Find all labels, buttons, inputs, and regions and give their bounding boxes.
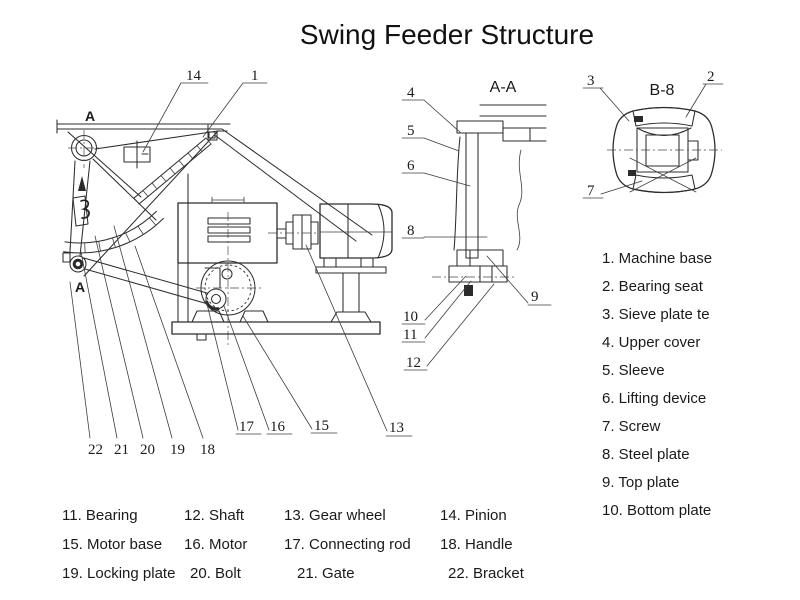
legend-item-3: 3. Sieve plate te (602, 306, 710, 323)
section-aa-title: A-A (490, 79, 517, 96)
callout-8: 8 (407, 223, 415, 239)
page-title: Swing Feeder Structure (300, 19, 594, 50)
callout-21: 21 (114, 442, 129, 458)
callout-9: 9 (531, 289, 539, 305)
callout-20: 20 (140, 442, 155, 458)
detail-b8-view: B-8 3 2 7 (582, 69, 724, 199)
gearbox (177, 173, 278, 323)
connecting-rod (83, 257, 209, 305)
legend-item-8: 8. Steel plate (602, 446, 690, 463)
callout-13: 13 (389, 420, 404, 436)
callout-15: 15 (314, 418, 329, 434)
truss-linkage (62, 160, 91, 263)
callout-4: 4 (407, 85, 415, 101)
callout-5: 5 (407, 123, 415, 139)
legend-item-20: 20. Bolt (190, 565, 242, 582)
chute-plate (133, 137, 212, 205)
legend-item-6: 6. Lifting device (602, 390, 706, 407)
detail-b8-title: B-8 (650, 82, 675, 99)
section-aa-view: A-A 4 5 6 8 9 10 (401, 79, 552, 371)
pinion (205, 288, 227, 311)
callout-2: 2 (707, 69, 715, 85)
gate-arc (63, 210, 164, 254)
section-aa-drawing (432, 104, 547, 296)
callout-6: 6 (407, 158, 415, 174)
callout-3: 3 (587, 73, 595, 89)
legend-item-22: 22. Bracket (448, 565, 525, 582)
callout-11: 11 (403, 327, 417, 343)
legend-item-4: 4. Upper cover (602, 334, 700, 351)
motor (315, 203, 393, 323)
detail-b8-leader-lines (582, 83, 724, 199)
callout-18: 18 (200, 442, 215, 458)
callout-16: 16 (270, 419, 286, 435)
callout-22: 22 (88, 442, 103, 458)
legend-item-21: 21. Gate (297, 565, 355, 582)
section-aa-labels: 4 5 6 8 9 10 11 12 (403, 85, 539, 371)
legend-item-5: 5. Sleeve (602, 362, 665, 379)
frame (56, 119, 373, 277)
gear-wheel (196, 212, 262, 347)
main-view: A A 14 1 22 21 20 19 18 17 16 15 13 (56, 68, 413, 458)
main-view-leader-lines (69, 82, 413, 439)
bottom-parts-legend: 11. Bearing 12. Shaft 13. Gear wheel 14.… (62, 507, 525, 582)
callout-10: 10 (403, 309, 418, 325)
legend-item-13: 13. Gear wheel (284, 507, 386, 524)
legend-item-12: 12. Shaft (184, 507, 245, 524)
legend-item-14: 14. Pinion (440, 507, 507, 524)
legend-item-11: 11. Bearing (62, 507, 138, 524)
legend-item-15: 15. Motor base (62, 536, 162, 553)
callout-14: 14 (186, 68, 202, 84)
detail-b8-drawing (607, 106, 722, 194)
detail-b8-labels: 3 2 7 (587, 69, 715, 199)
legend-item-7: 7. Screw (602, 418, 661, 435)
section-aa-leader-lines (401, 99, 552, 371)
legend-item-17: 17. Connecting rod (284, 536, 411, 553)
right-parts-legend: 1. Machine base 2. Bearing seat 3. Sieve… (602, 250, 712, 519)
section-marker-a-bottom: A (75, 279, 85, 295)
machine-base (171, 310, 381, 341)
legend-item-10: 10. Bottom plate (602, 502, 711, 519)
callout-19: 19 (170, 442, 185, 458)
main-view-labels: A A 14 1 22 21 20 19 18 17 16 15 13 (75, 68, 404, 458)
legend-item-1: 1. Machine base (602, 250, 712, 267)
legend-item-18: 18. Handle (440, 536, 513, 553)
section-marker-a-top: A (85, 108, 95, 124)
callout-17: 17 (239, 419, 255, 435)
pinion-housing-block (123, 140, 151, 169)
top-bearing (68, 130, 100, 168)
coupling (268, 214, 319, 250)
callout-12: 12 (406, 355, 421, 371)
legend-item-16: 16. Motor (184, 536, 247, 553)
legend-item-9: 9. Top plate (602, 474, 679, 491)
callout-1: 1 (251, 68, 259, 84)
legend-item-2: 2. Bearing seat (602, 278, 704, 295)
legend-item-19: 19. Locking plate (62, 565, 175, 582)
callout-7: 7 (587, 183, 595, 199)
lower-pivot (69, 255, 87, 273)
